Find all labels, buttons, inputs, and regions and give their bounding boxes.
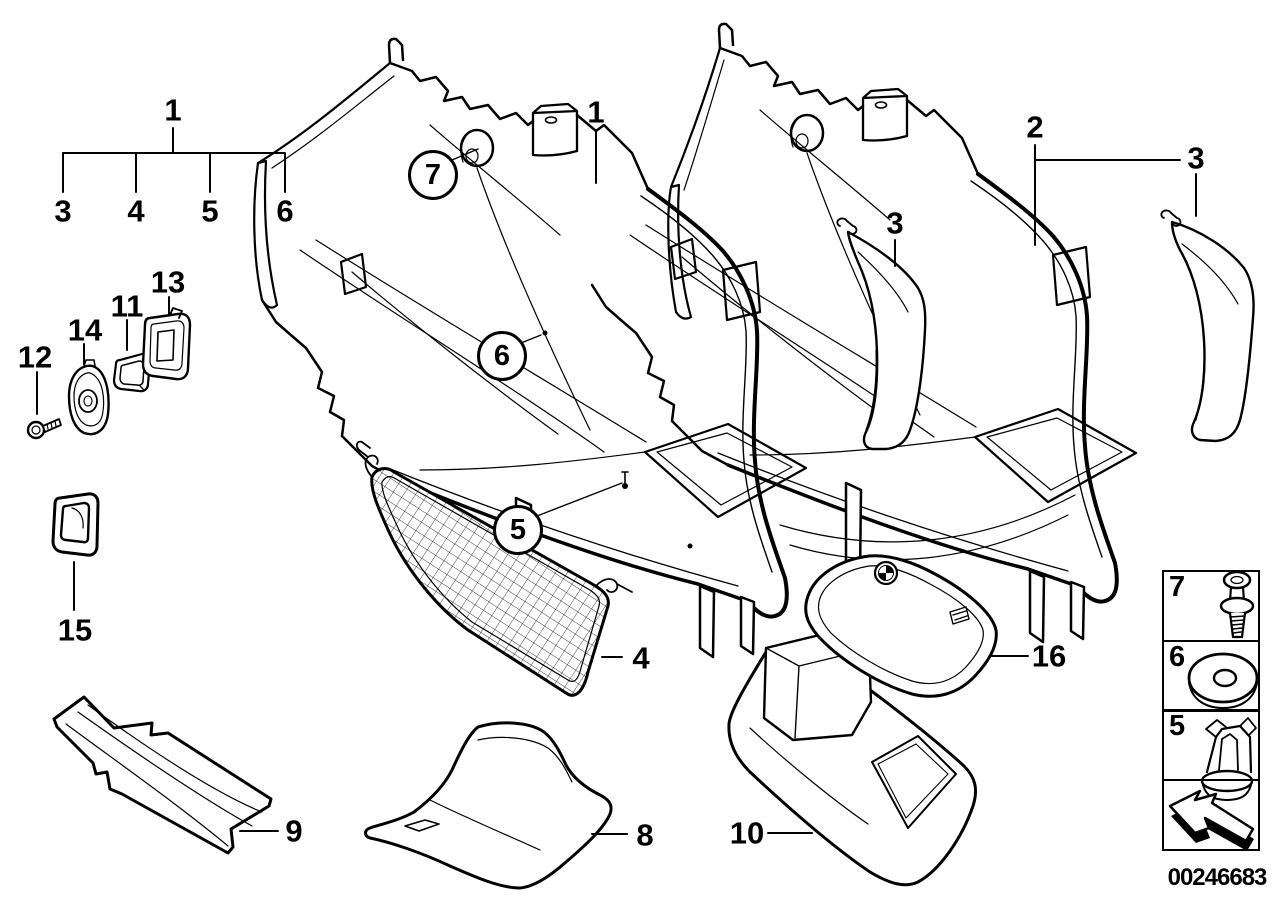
callout-4: 4: [632, 640, 650, 676]
leader-lines: [36, 127, 1197, 835]
callout-16: 16: [1031, 638, 1067, 674]
pillar-trim-right: [1160, 209, 1255, 443]
washer-icon: [1187, 652, 1259, 709]
trim-part-9: [52, 695, 273, 855]
callout-group-1: 1: [164, 92, 182, 128]
callout-group-6: 6: [276, 193, 294, 229]
callout-7-circled: 7: [408, 150, 458, 200]
tool-kit-lid-16: [804, 554, 998, 698]
legend-label-7: 7: [1169, 571, 1186, 603]
callout-5-circled: 5: [493, 505, 543, 555]
callout-7-text: 7: [424, 158, 442, 191]
legend-row-arrow: [1162, 778, 1260, 851]
cover-part-14: [67, 359, 110, 436]
callout-10: 10: [729, 815, 765, 851]
handle-part-13: [141, 307, 192, 381]
callout-11: 11: [110, 288, 144, 324]
callout-group-5: 5: [201, 193, 219, 229]
callout-1-panel: 1: [587, 94, 605, 130]
callout-6-text: 6: [493, 339, 511, 372]
callout-group-4: 4: [127, 193, 145, 229]
callout-12: 12: [17, 339, 53, 375]
callout-2-panel: 2: [1026, 109, 1044, 145]
callout-3-mid: 3: [886, 205, 904, 241]
grommet-part-15: [51, 492, 100, 557]
direction-of-travel-arrow-icon: [1168, 789, 1255, 851]
net-clip-icon: [1200, 717, 1257, 801]
legend-label-5: 5: [1169, 710, 1186, 742]
bmw-roundel-icon: [873, 560, 899, 586]
screw-part: [26, 418, 62, 440]
callout-14: 14: [67, 312, 103, 348]
right-trim-panel: [590, 21, 1138, 644]
callout-3-right: 3: [1187, 140, 1205, 176]
callout-6-circled: 6: [477, 331, 527, 381]
callout-15: 15: [57, 612, 93, 648]
floor-shelf-lines: [779, 494, 1076, 561]
trim-part-8: [364, 721, 613, 890]
fastener-legend: 7 6 5: [1162, 570, 1260, 851]
luggage-net: [355, 440, 633, 697]
legend-row-clip: 5: [1162, 709, 1260, 781]
expansion-rivet-icon: [1219, 570, 1255, 639]
callout-5-text: 5: [509, 513, 527, 546]
legend-label-6: 6: [1169, 640, 1186, 673]
callout-13: 13: [150, 264, 186, 300]
diagram-part-number: 00246683: [1167, 864, 1268, 891]
callout-group-3: 3: [54, 193, 72, 229]
legend-row-washer: 6: [1162, 639, 1260, 712]
callout-8: 8: [636, 817, 654, 853]
callout-9: 9: [285, 813, 303, 849]
pillar-trim-mid: [836, 217, 927, 451]
legend-row-rivet: 7: [1162, 570, 1260, 642]
